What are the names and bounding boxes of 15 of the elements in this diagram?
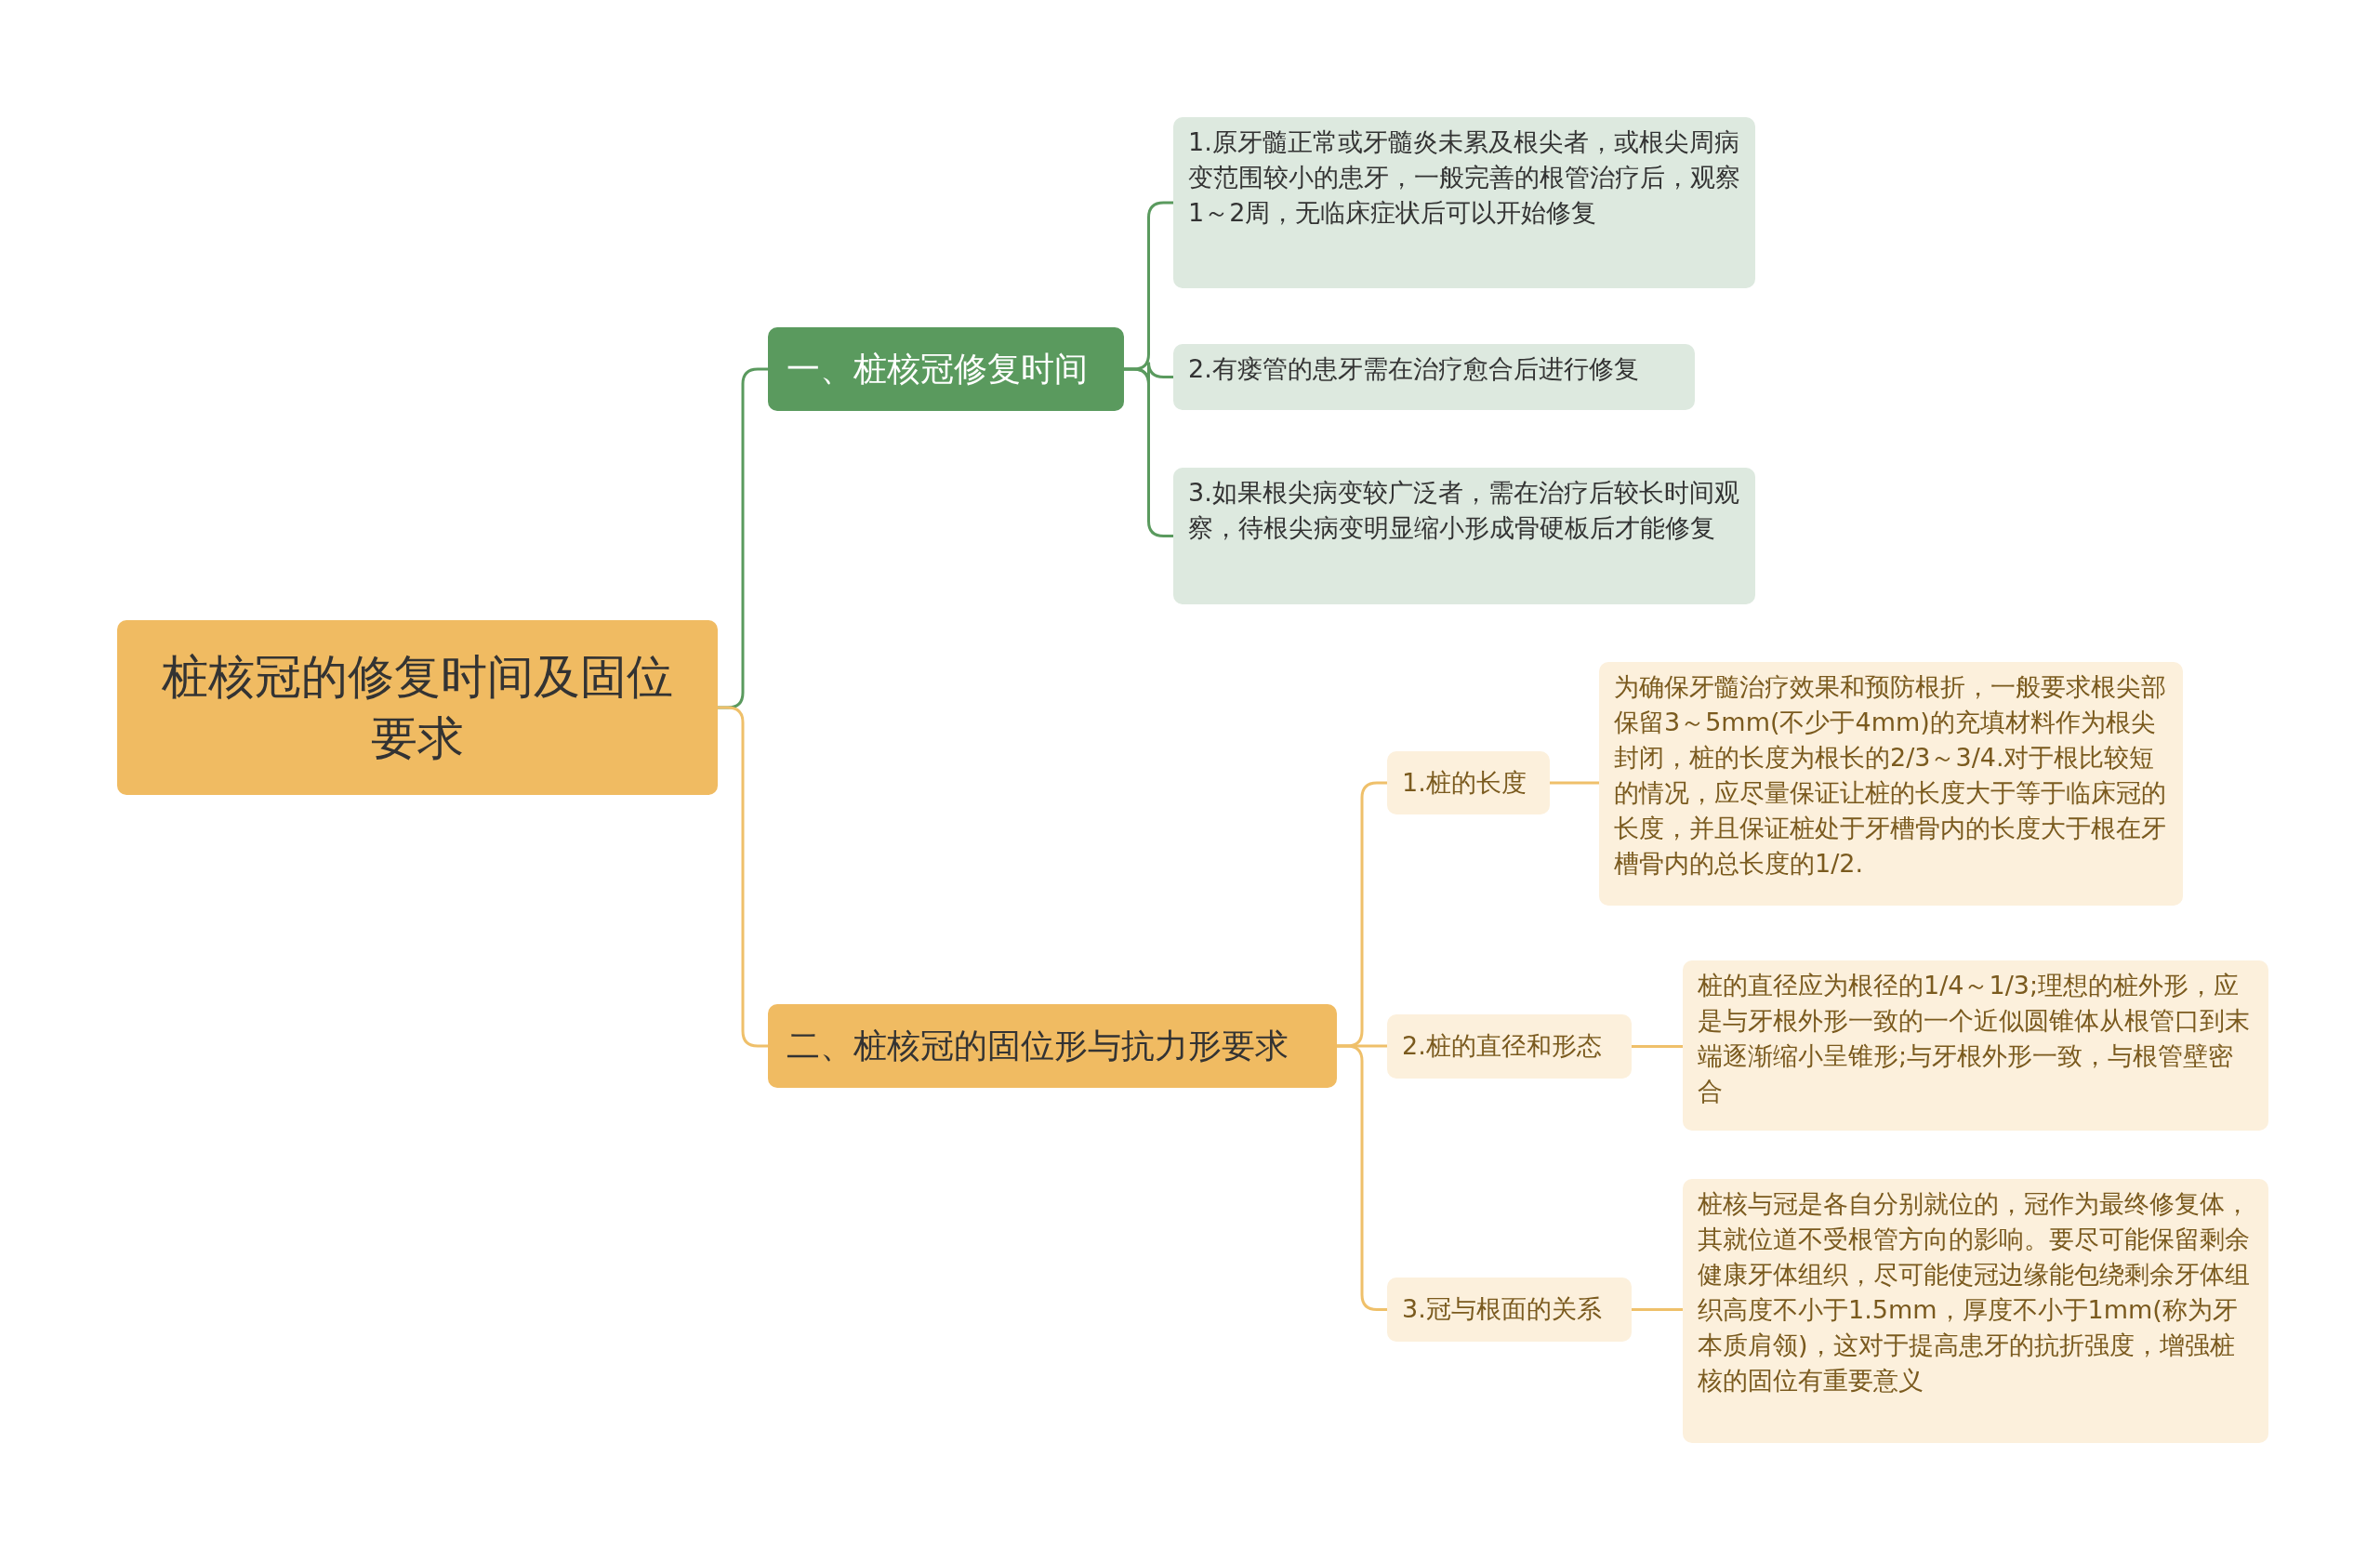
branch-topic-box: 二、桩核冠的固位形与抗力形要求 bbox=[768, 1004, 1337, 1088]
connector-line bbox=[1632, 1045, 1683, 1048]
detail-box: 桩的直径应为根径的1/4～1/3;理想的桩外形，应是与牙根外形一致的一个近似圆锥体从根管口到末端逐渐缩小呈锥形;与牙根外形一致，与根管壁密合 bbox=[1683, 960, 2268, 1131]
root-topic-box: 桩核冠的修复时间及固位要求 bbox=[117, 620, 718, 795]
detail-box: 桩核与冠是各自分别就位的，冠作为最终修复体，其就位道不受根管方向的影响。要尽可能保留剩余健康牙体组织，尽可能使冠边缘能包绕剩余牙体组织高度不小于1.5mm，厚度不小于1mm(称为牙本质肩领)，这对于提高患牙的抗折强度，增强桩核的固位有重要意义 bbox=[1683, 1179, 2268, 1443]
subtopic-box: 3.冠与根面的关系 bbox=[1387, 1278, 1632, 1342]
detail-box: 为确保牙髓治疗效果和预防根折，一般要求根尖部保留3～5mm(不少于4mm)的充填材料作为根尖封闭，桩的长度为根长的2/3～3/4.对于根比较短的情况，应尽量保证让桩的长度大于等于临床冠的长度，并且保证桩处于牙槽骨内的长度大于根在牙槽骨内的总长度的1/2. bbox=[1599, 662, 2183, 906]
leaf-topic-box: 2.有瘘管的患牙需在治疗愈合后进行修复 bbox=[1173, 344, 1695, 410]
connector-line bbox=[1632, 1308, 1683, 1311]
branch-topic-box: 一、桩核冠修复时间 bbox=[768, 327, 1124, 411]
subtopic-box: 1.桩的长度 bbox=[1387, 751, 1550, 814]
subtopic-box: 2.桩的直径和形态 bbox=[1387, 1014, 1632, 1079]
connector-line bbox=[1550, 781, 1599, 785]
leaf-topic-box: 3.如果根尖病变较广泛者，需在治疗后较长时间观察，待根尖病变明显缩小形成骨硬板后才能修复 bbox=[1173, 468, 1755, 604]
leaf-topic-box: 1.原牙髓正常或牙髓炎未累及根尖者，或根尖周病变范围较小的患牙，一般完善的根管治疗后，观察1～2周，无临床症状后可以开始修复 bbox=[1173, 117, 1755, 288]
